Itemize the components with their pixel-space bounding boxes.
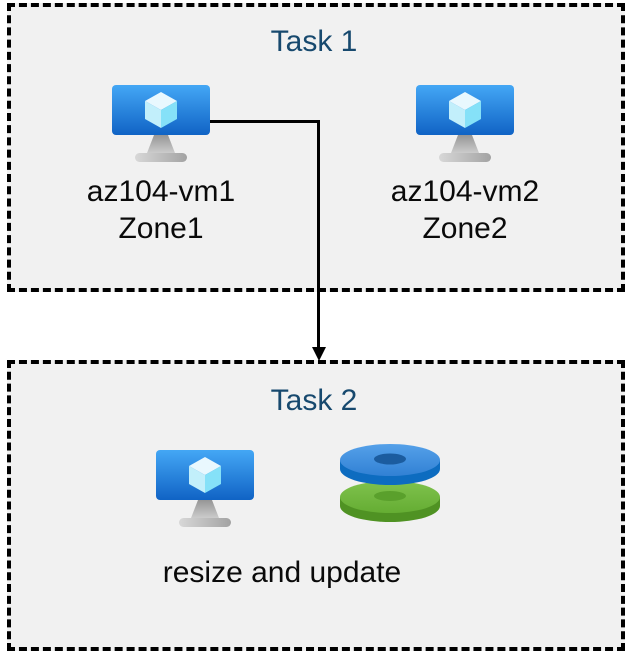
task1-box xyxy=(7,3,625,292)
vm1-zone-label: Zone1 xyxy=(118,212,204,245)
task2-box xyxy=(7,360,625,651)
resize-update-caption: resize and update xyxy=(162,556,402,589)
vm2-name-label: az104-vm2 xyxy=(390,175,540,208)
vm2-label: az104-vm2 Zone2 xyxy=(355,173,575,247)
connector-line-vertical xyxy=(317,120,320,348)
vm2-virtual-machine-icon xyxy=(405,85,525,165)
task2-title: Task 2 xyxy=(270,384,358,417)
arrow-head-icon xyxy=(312,347,326,361)
task1-title: Task 1 xyxy=(270,25,358,58)
vm2-zone-label: Zone2 xyxy=(422,212,508,245)
vm1-virtual-machine-icon xyxy=(101,85,221,165)
disks-icon xyxy=(338,441,442,523)
task2-virtual-machine-icon xyxy=(145,450,265,530)
vm1-name-label: az104-vm1 xyxy=(86,175,236,208)
vm1-label: az104-vm1 Zone1 xyxy=(51,173,271,247)
connector-line-horizontal xyxy=(209,120,320,123)
